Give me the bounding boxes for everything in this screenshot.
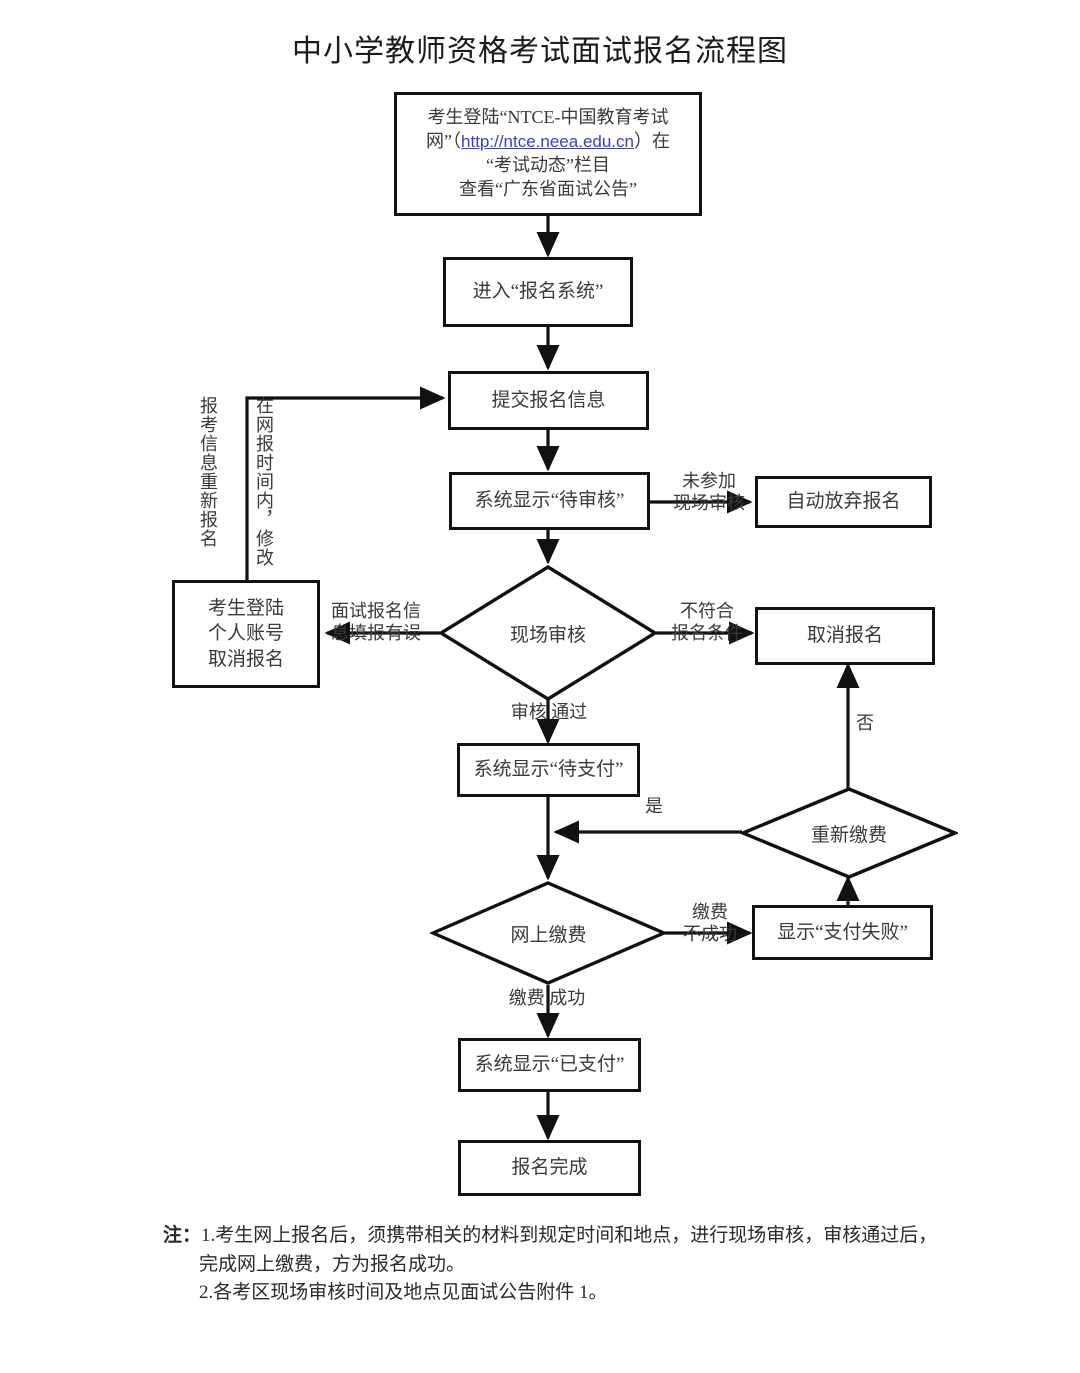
node-cancel-registration[interactable]: 取消报名	[755, 607, 935, 665]
node-pending-payment-label: 系统显示“待支付”	[473, 759, 624, 781]
node-auto-abandon[interactable]: 自动放弃报名	[755, 476, 932, 528]
ntce-website-link[interactable]: http://ntce.neea.edu.cn	[461, 132, 634, 152]
edge-label-pay-success: 缴费 成功	[508, 988, 586, 1008]
node-cancel-by-self-label: 考生登陆 个人账号 取消报名	[207, 598, 284, 670]
node-auto-abandon-label: 自动放弃报名	[786, 491, 901, 513]
note-1-line-1: 考生网上报名后，须携带相关的材料到规定时间和地点，进行现场审核，审核通过后，	[215, 1225, 938, 1246]
node-paid[interactable]: 系统显示“已支付”	[458, 1038, 641, 1092]
edge-label-pay-failed: 缴费 不成功	[683, 902, 737, 944]
node-finish[interactable]: 报名完成	[458, 1140, 641, 1196]
node-submit-info-label: 提交报名信息	[491, 389, 606, 411]
vertical-label-modify-in-window: 在网报时间内，修改	[254, 396, 274, 567]
node-enter-system[interactable]: 进入“报名系统”	[443, 257, 633, 327]
node-cancel-by-self[interactable]: 考生登陆 个人账号 取消报名	[172, 580, 320, 688]
start-line-1: 考生登陆“NTCE-中国教育考试	[427, 107, 669, 128]
vertical-label-reapply: 报考信息重新报名	[198, 396, 218, 548]
node-finish-label: 报名完成	[511, 1157, 588, 1179]
node-submit-info[interactable]: 提交报名信息	[448, 371, 649, 430]
note-1-number: 1.	[201, 1225, 216, 1246]
start-line-2-suffix: ）在	[633, 131, 670, 152]
note-item-2: 2.各考区现场审核时间及地点见面试公告附件 1。	[199, 1282, 608, 1303]
start-line-2: 网”（http://ntce.neea.edu.cn）在	[401, 130, 695, 154]
node-pay-failed-label: 显示“支付失败”	[777, 921, 908, 943]
edge-label-no-onsite-review: 未参加 现场审核	[673, 471, 745, 513]
edge-label-repay-yes: 是	[645, 796, 663, 816]
node-online-pay[interactable]: 网上缴费	[430, 880, 667, 987]
node-pay-failed[interactable]: 显示“支付失败”	[752, 905, 933, 960]
node-enter-system-label: 进入“报名系统”	[472, 281, 604, 303]
node-pending-review[interactable]: 系统显示“待审核”	[449, 472, 650, 530]
note-item-1: 注：1.考生网上报名后，须携带相关的材料到规定时间和地点，进行现场审核，审核通过…	[163, 1222, 983, 1279]
edge-label-not-qualified: 不符合 报名条件	[671, 601, 743, 643]
edge-label-repay-no: 否	[856, 713, 874, 733]
notes-head: 注：	[163, 1225, 202, 1246]
node-paid-label: 系统显示“已支付”	[474, 1054, 625, 1076]
node-onsite-review[interactable]: 现场审核	[438, 564, 658, 702]
start-line-4: 查看“广东省面试公告”	[459, 178, 637, 199]
start-line-2-prefix: 网”（	[426, 131, 462, 152]
page-title: 中小学教师资格考试面试报名流程图	[292, 35, 788, 68]
notes-block: 注：1.考生网上报名后，须携带相关的材料到规定时间和地点，进行现场审核，审核通过…	[163, 1222, 983, 1308]
node-cancel-registration-label: 取消报名	[806, 625, 883, 647]
node-pending-payment[interactable]: 系统显示“待支付”	[457, 743, 640, 797]
node-start[interactable]: 考生登陆“NTCE-中国教育考试 网”（http://ntce.neea.edu…	[394, 92, 702, 216]
node-repay[interactable]: 重新缴费	[740, 786, 958, 880]
note-1-line-2: 完成网上缴费，方为报名成功。	[199, 1253, 466, 1275]
edge-label-info-error: 面试报名信 息填报有误	[331, 601, 421, 643]
start-line-3: “考试动态”栏目	[486, 155, 610, 175]
node-pending-review-label: 系统显示“待审核”	[474, 490, 625, 512]
edge-label-review-passed: 审核 通过	[510, 702, 588, 722]
